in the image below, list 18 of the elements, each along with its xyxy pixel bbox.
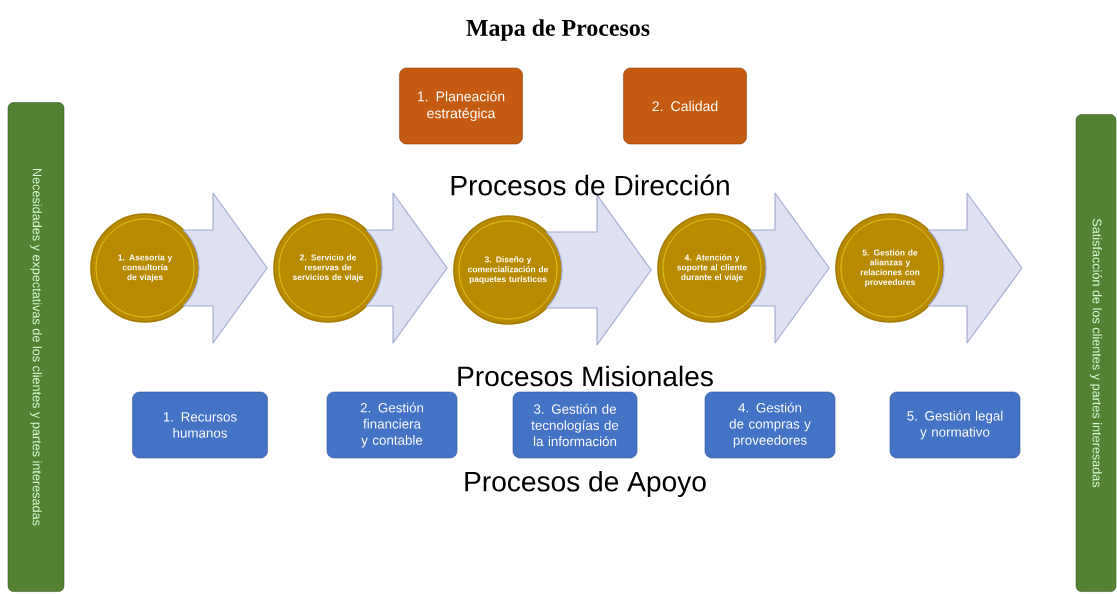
process-box: 1. Planeación estratégica xyxy=(399,67,523,145)
block-arrow xyxy=(182,192,268,344)
title: Mapa de Procesos xyxy=(466,19,650,41)
side-bar: Satisfacción de los clientes y partes interesadas xyxy=(1075,114,1117,592)
section-label: Procesos de Apoyo xyxy=(465,470,706,498)
process-box: 4. Gestión de compras y proveedores xyxy=(704,391,836,459)
block-arrow xyxy=(749,192,830,344)
process-box: 2. Gestión financiera y contable xyxy=(326,391,458,459)
block-arrow xyxy=(545,194,652,346)
process-box: 2. Calidad xyxy=(623,67,747,145)
block-arrow xyxy=(365,192,448,344)
block-arrow xyxy=(927,192,1023,344)
process-box: 1. Recursos humanos xyxy=(132,391,268,459)
side-bar: Necesidades y expectativas de los clientes y partes interesadas xyxy=(7,102,65,592)
process-box: 5. Gestión legal y normativo xyxy=(889,391,1021,459)
section-label: Procesos Misionales xyxy=(458,365,713,387)
section-label: Procesos de Dirección xyxy=(451,174,729,196)
process-box: 3. Gestión de tecnologías de la información xyxy=(512,391,638,459)
